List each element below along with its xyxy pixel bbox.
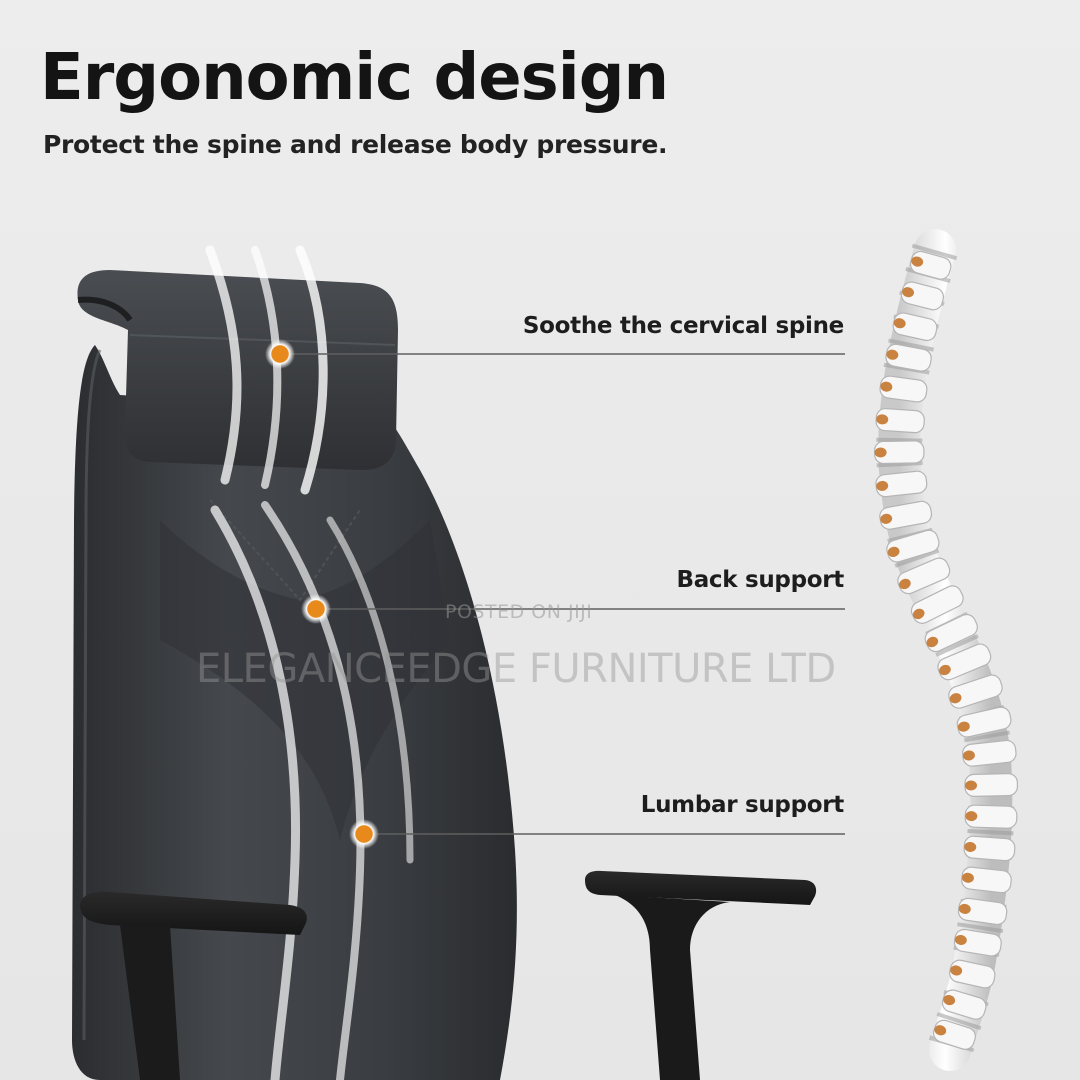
- watermark-posted: POSTED ON JIJI: [445, 601, 593, 623]
- vertebra-joint: [964, 841, 977, 852]
- vertebra-joint: [880, 381, 893, 392]
- vertebra-joint: [954, 934, 967, 946]
- vertebra-joint: [950, 965, 963, 976]
- left-armrest: [80, 891, 307, 1080]
- callout-label-cervical: Soothe the cervical spine: [522, 313, 844, 339]
- vertebra-joint: [902, 287, 915, 298]
- orange-dot-icon: [301, 594, 331, 624]
- vertebra-joint: [880, 513, 893, 524]
- marker-lumbar: [349, 819, 379, 849]
- vertebra-joint: [911, 256, 924, 267]
- watermark-company: ELEGANCEEDGE FURNITURE LTD: [196, 646, 836, 692]
- marker-cervical: [265, 339, 295, 369]
- vertebra-joint: [965, 780, 978, 791]
- vertebra-joint: [949, 693, 962, 704]
- vertebra-joint: [962, 750, 975, 761]
- vertebra: [885, 343, 932, 372]
- vertebra-joint: [926, 636, 939, 648]
- vertebra-joint: [874, 447, 887, 458]
- callout-label-back: Back support: [676, 567, 844, 593]
- vertebra-joint: [912, 608, 925, 620]
- vertebra-joint: [876, 480, 889, 491]
- vertebra-joint: [961, 872, 974, 883]
- page-title: Ergonomic design: [40, 41, 669, 115]
- vertebra-joint: [899, 578, 911, 590]
- chair-backrest: [72, 345, 517, 1080]
- page-subtitle: Protect the spine and release body press…: [43, 130, 668, 159]
- orange-dot-icon: [265, 339, 295, 369]
- right-armrest: [585, 870, 817, 1080]
- vertebra-joint: [958, 903, 971, 914]
- spine-illustration: [873, 229, 1019, 1071]
- vertebra-joint: [886, 349, 899, 360]
- vertebra-joint: [934, 1025, 947, 1036]
- vertebra-joint: [893, 318, 906, 329]
- callout-label-lumbar: Lumbar support: [640, 792, 845, 818]
- vertebra-joint: [943, 994, 956, 1006]
- marker-back: [301, 594, 331, 624]
- callout-lines: [292, 353, 845, 835]
- vertebra-joint: [876, 414, 889, 425]
- orange-dot-icon: [349, 819, 379, 849]
- vertebra-joint: [887, 546, 900, 557]
- vertebra-joint: [965, 811, 978, 822]
- vertebra-joint: [939, 664, 951, 676]
- vertebra-joint: [957, 721, 970, 732]
